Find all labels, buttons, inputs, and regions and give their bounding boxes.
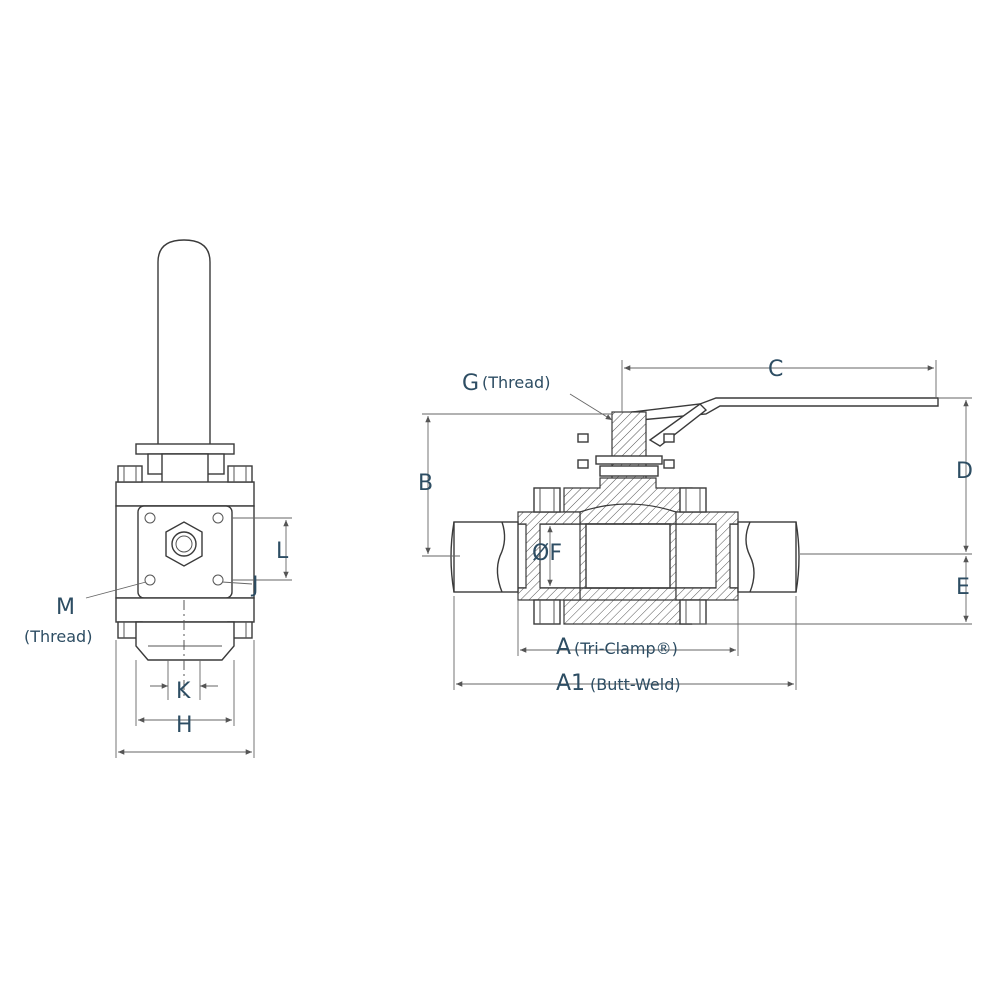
bolt-bottom-left <box>533 599 561 625</box>
label-a1-butt-weld: (Butt-Weld) <box>590 675 681 694</box>
label-b: B <box>418 471 433 496</box>
upper-flange <box>115 481 255 507</box>
label-g-thread: (Thread) <box>482 373 550 392</box>
side-section-view: C G (Thread) B ØF D <box>418 357 973 696</box>
dimension-d: D <box>800 397 973 555</box>
dimension-a1: A1 (Butt-Weld) <box>453 596 797 696</box>
label-l: L <box>276 539 289 564</box>
label-h: H <box>176 713 193 738</box>
label-m-thread: (Thread) <box>24 627 92 646</box>
bolt-top-right <box>679 487 707 513</box>
label-f: ØF <box>532 541 562 566</box>
label-d: D <box>956 459 973 484</box>
left-butt-weld-tube <box>450 521 519 593</box>
dimension-e: E <box>692 556 972 625</box>
dimension-k: K <box>150 660 218 704</box>
dimension-overall-end <box>115 640 255 758</box>
callout-m: M (Thread) <box>24 581 147 646</box>
dimension-c: C <box>621 357 937 412</box>
label-j: J <box>250 573 259 598</box>
label-a1: A1 <box>556 671 585 696</box>
clamp-ferrule <box>135 621 235 661</box>
bolt-bottom-right <box>679 599 707 625</box>
callout-g: G (Thread) <box>462 371 613 421</box>
dimension-h: H <box>135 660 235 738</box>
dimension-a: A (Tri-Clamp®) <box>517 600 739 660</box>
label-e: E <box>956 575 970 600</box>
upper-bolt-left <box>117 465 143 483</box>
hex-port <box>165 521 203 567</box>
mounting-plate <box>135 443 235 455</box>
right-end-cap <box>675 511 739 601</box>
upper-bolt-right <box>227 465 253 483</box>
label-k: K <box>176 679 191 704</box>
dimension-l: L <box>232 517 292 581</box>
bolt-top-left <box>533 487 561 513</box>
dimension-j: J <box>221 573 259 598</box>
label-a-tri-clamp: (Tri-Clamp®) <box>574 639 678 658</box>
left-end-cap <box>517 511 581 601</box>
dimension-b: B <box>418 413 612 557</box>
lever-handle <box>630 397 939 447</box>
label-c: C <box>768 357 783 382</box>
dimension-f: ØF <box>532 526 562 586</box>
lower-flange <box>115 597 255 623</box>
right-butt-weld-tube <box>737 521 800 593</box>
end-view-handle <box>157 239 211 451</box>
label-g: G <box>462 371 479 396</box>
body-lower-section <box>563 599 693 625</box>
label-m: M <box>56 595 75 620</box>
label-a: A <box>556 635 571 660</box>
end-view: L J M (Thread) K H <box>24 239 292 758</box>
